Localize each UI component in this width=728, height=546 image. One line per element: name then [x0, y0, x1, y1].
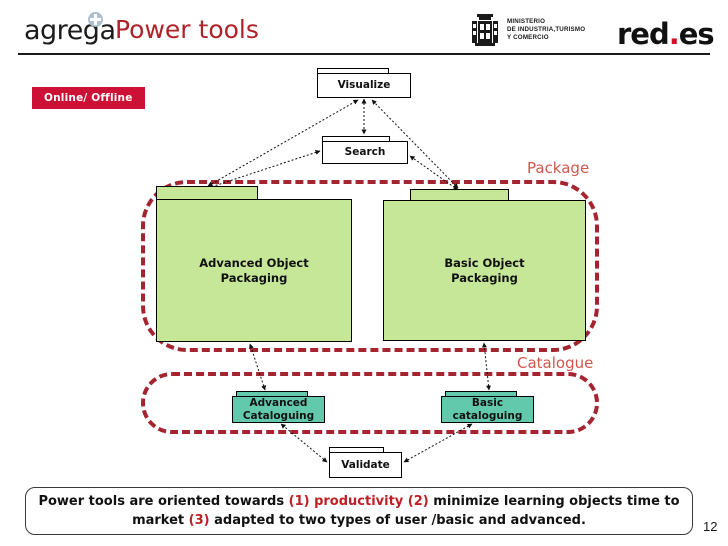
header-divider [18, 53, 710, 55]
ministry-logo: MINISTERIO DE INDUSTRIA,TURISMO Y COMERC… [470, 12, 585, 48]
label-line-1: Advanced [249, 396, 308, 409]
caption-part-2: minimize learning objects time to market [132, 494, 680, 528]
label-line-1: Advanced Object [199, 255, 309, 270]
status-badge-online-offline: Online/ Offline [32, 87, 145, 109]
group-package-label: Package [527, 159, 590, 177]
label-line-2: Packaging [220, 270, 288, 285]
folder-tab-icon [317, 68, 389, 73]
folder-tab-icon [329, 447, 384, 452]
caption-box: Power tools are oriented towards (1) pro… [25, 487, 693, 535]
group-catalogue [141, 372, 599, 434]
caption-text: Power tools are oriented towards (1) pro… [36, 492, 682, 530]
node-validate-label: Validate [341, 458, 390, 471]
caption-accent-2: (3) [188, 513, 210, 528]
caption-part-3: adapted to two types of user /basic and … [209, 513, 586, 528]
node-validate[interactable]: Validate [329, 447, 402, 478]
label-line-2: cataloguing [452, 409, 523, 422]
redes-logo-dot: . [668, 17, 680, 51]
node-search-body: Search [322, 141, 408, 164]
node-search-label: Search [344, 146, 386, 158]
folder-tab-icon [236, 391, 308, 396]
ministry-name-text: MINISTERIO DE INDUSTRIA,TURISMO Y COMERC… [507, 18, 586, 41]
folder-tab-icon [156, 186, 258, 199]
node-search[interactable]: Search [322, 136, 408, 164]
redes-logo: red.es [617, 17, 715, 51]
caption-part-1: Power tools are oriented towards [38, 494, 289, 509]
folder-tab-icon [322, 136, 390, 141]
spanish-coat-of-arms-icon [472, 14, 498, 46]
label-line-1: Basic Object [444, 255, 525, 270]
label-line-2: Cataloguing [242, 409, 315, 422]
redes-logo-es: es [678, 17, 715, 51]
plus-circle-icon [88, 12, 103, 27]
node-visualize[interactable]: Visualize [317, 68, 411, 98]
group-catalogue-label: Catalogue [517, 354, 594, 372]
group-package [141, 180, 599, 352]
node-visualize-label: Visualize [337, 79, 391, 91]
folder-tab-icon [410, 189, 509, 200]
redes-logo-red: red [617, 17, 670, 51]
page-number: 12 [703, 519, 718, 534]
label-line-1: Basic [471, 396, 504, 409]
caption-accent-1: (1) productivity (2) [288, 494, 429, 509]
node-visualize-body: Visualize [317, 73, 411, 98]
node-validate-body: Validate [329, 452, 402, 478]
label-line-2: Packaging [451, 270, 518, 285]
page-title: Power tools [115, 15, 259, 44]
folder-tab-icon [445, 391, 517, 396]
